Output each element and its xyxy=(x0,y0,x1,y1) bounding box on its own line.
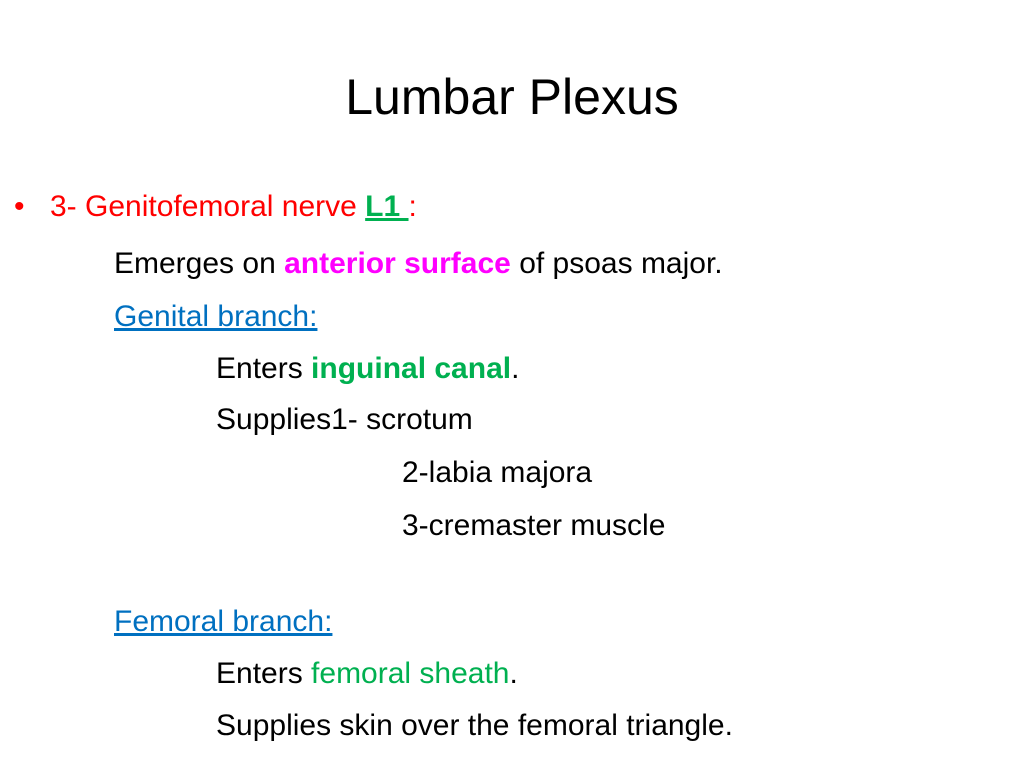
femoral-sheath-highlight: femoral sheath xyxy=(311,657,510,690)
bullet-dot: • xyxy=(14,190,25,223)
genital-supplies-1: Supplies1- scrotum xyxy=(216,403,473,436)
emerges-after: of psoas major. xyxy=(510,247,723,280)
emerges-line: Emerges on anterior surface of psoas maj… xyxy=(114,244,723,284)
femoral-branch-heading-line: Femoral branch: xyxy=(114,602,332,642)
genital-enters-line: Enters inguinal canal. xyxy=(216,349,519,389)
genital-enters-before: Enters xyxy=(216,352,312,385)
bullet-colon: : xyxy=(408,190,417,223)
genital-branch-heading-line: Genital branch: xyxy=(114,297,317,337)
femoral-enters-line: Enters femoral sheath. xyxy=(216,654,518,694)
femoral-supplies: Supplies skin over the femoral triangle. xyxy=(216,709,733,742)
genital-enters-after: . xyxy=(511,352,520,385)
femoral-enters-before: Enters xyxy=(216,657,312,690)
slide-title: Lumbar Plexus xyxy=(345,69,679,125)
bullet-text: 3- Genitofemoral nerve xyxy=(50,190,366,223)
femoral-enters-after: . xyxy=(509,657,518,690)
emerges-before: Emerges on xyxy=(114,247,285,280)
anterior-surface-highlight: anterior surface xyxy=(284,247,511,280)
bullet-genitofemoral-nerve: 3- Genitofemoral nerve L1 : xyxy=(50,187,417,227)
genital-branch-link[interactable]: Genital branch: xyxy=(114,300,318,333)
l1-link[interactable]: L1 xyxy=(365,190,409,223)
genital-supplies-3: 3-cremaster muscle xyxy=(402,509,666,542)
femoral-branch-link[interactable]: Femoral branch: xyxy=(114,605,333,638)
genital-supplies-2: 2-labia majora xyxy=(402,456,593,489)
inguinal-canal-highlight: inguinal canal xyxy=(311,352,512,385)
